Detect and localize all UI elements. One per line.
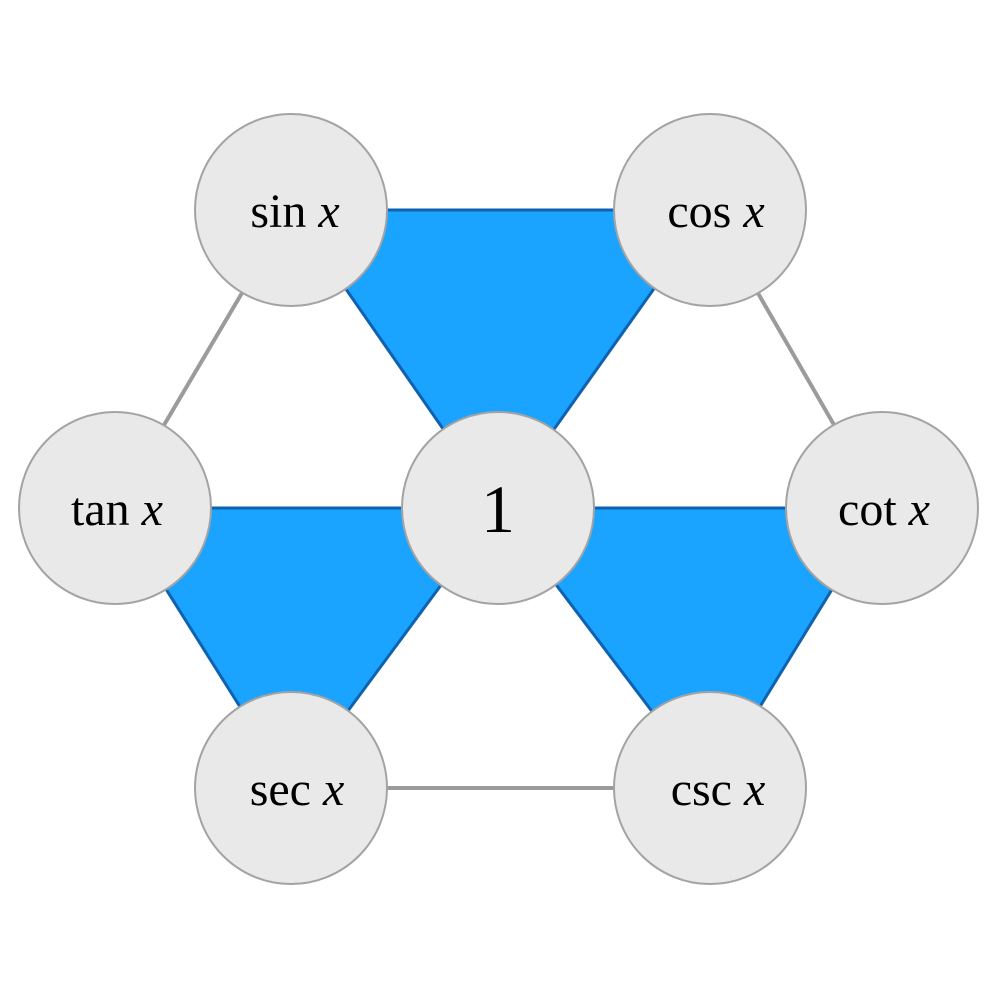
node-tan-label: tan x xyxy=(71,483,163,536)
node-tan: tan x xyxy=(18,411,212,605)
node-sin-fn: sin xyxy=(250,185,306,238)
node-tan-var: x xyxy=(141,483,163,536)
node-cos: cos x xyxy=(613,113,807,307)
node-csc-label: csc x xyxy=(671,763,766,816)
node-csc-circle xyxy=(613,691,807,885)
node-cos-var: x xyxy=(742,185,764,238)
node-sec: sec x xyxy=(194,691,388,885)
node-center: 1 xyxy=(401,411,595,605)
node-csc-var: x xyxy=(743,763,765,816)
triangle-tan-1-sec xyxy=(112,506,501,791)
node-sec-circle xyxy=(194,691,388,885)
node-cot: cot x xyxy=(785,411,979,605)
node-cos-label: cos x xyxy=(667,185,764,238)
triangle-sin-cos-1 xyxy=(288,208,713,511)
node-sin-var: x xyxy=(317,185,339,238)
node-cos-circle xyxy=(613,113,807,307)
node-csc-fn: csc xyxy=(671,763,732,816)
node-cos-fn: cos xyxy=(667,185,731,238)
node-tan-circle xyxy=(18,411,212,605)
node-cot-fn: cot xyxy=(838,483,897,536)
node-cot-circle xyxy=(785,411,979,605)
node-cot-label: cot x xyxy=(838,483,930,536)
node-cot-var: x xyxy=(908,483,930,536)
node-center-circle xyxy=(401,411,595,605)
node-sec-label: sec x xyxy=(250,763,345,816)
triangle-1-cot-csc xyxy=(494,506,885,791)
node-sin: sin x xyxy=(194,113,388,307)
node-sec-fn: sec xyxy=(250,763,311,816)
node-sin-circle xyxy=(194,113,388,307)
node-sin-label: sin x xyxy=(250,185,339,238)
node-tan-fn: tan xyxy=(71,483,130,536)
node-csc: csc x xyxy=(613,691,807,885)
node-sec-var: x xyxy=(322,763,344,816)
node-center-label: 1 xyxy=(481,471,515,547)
